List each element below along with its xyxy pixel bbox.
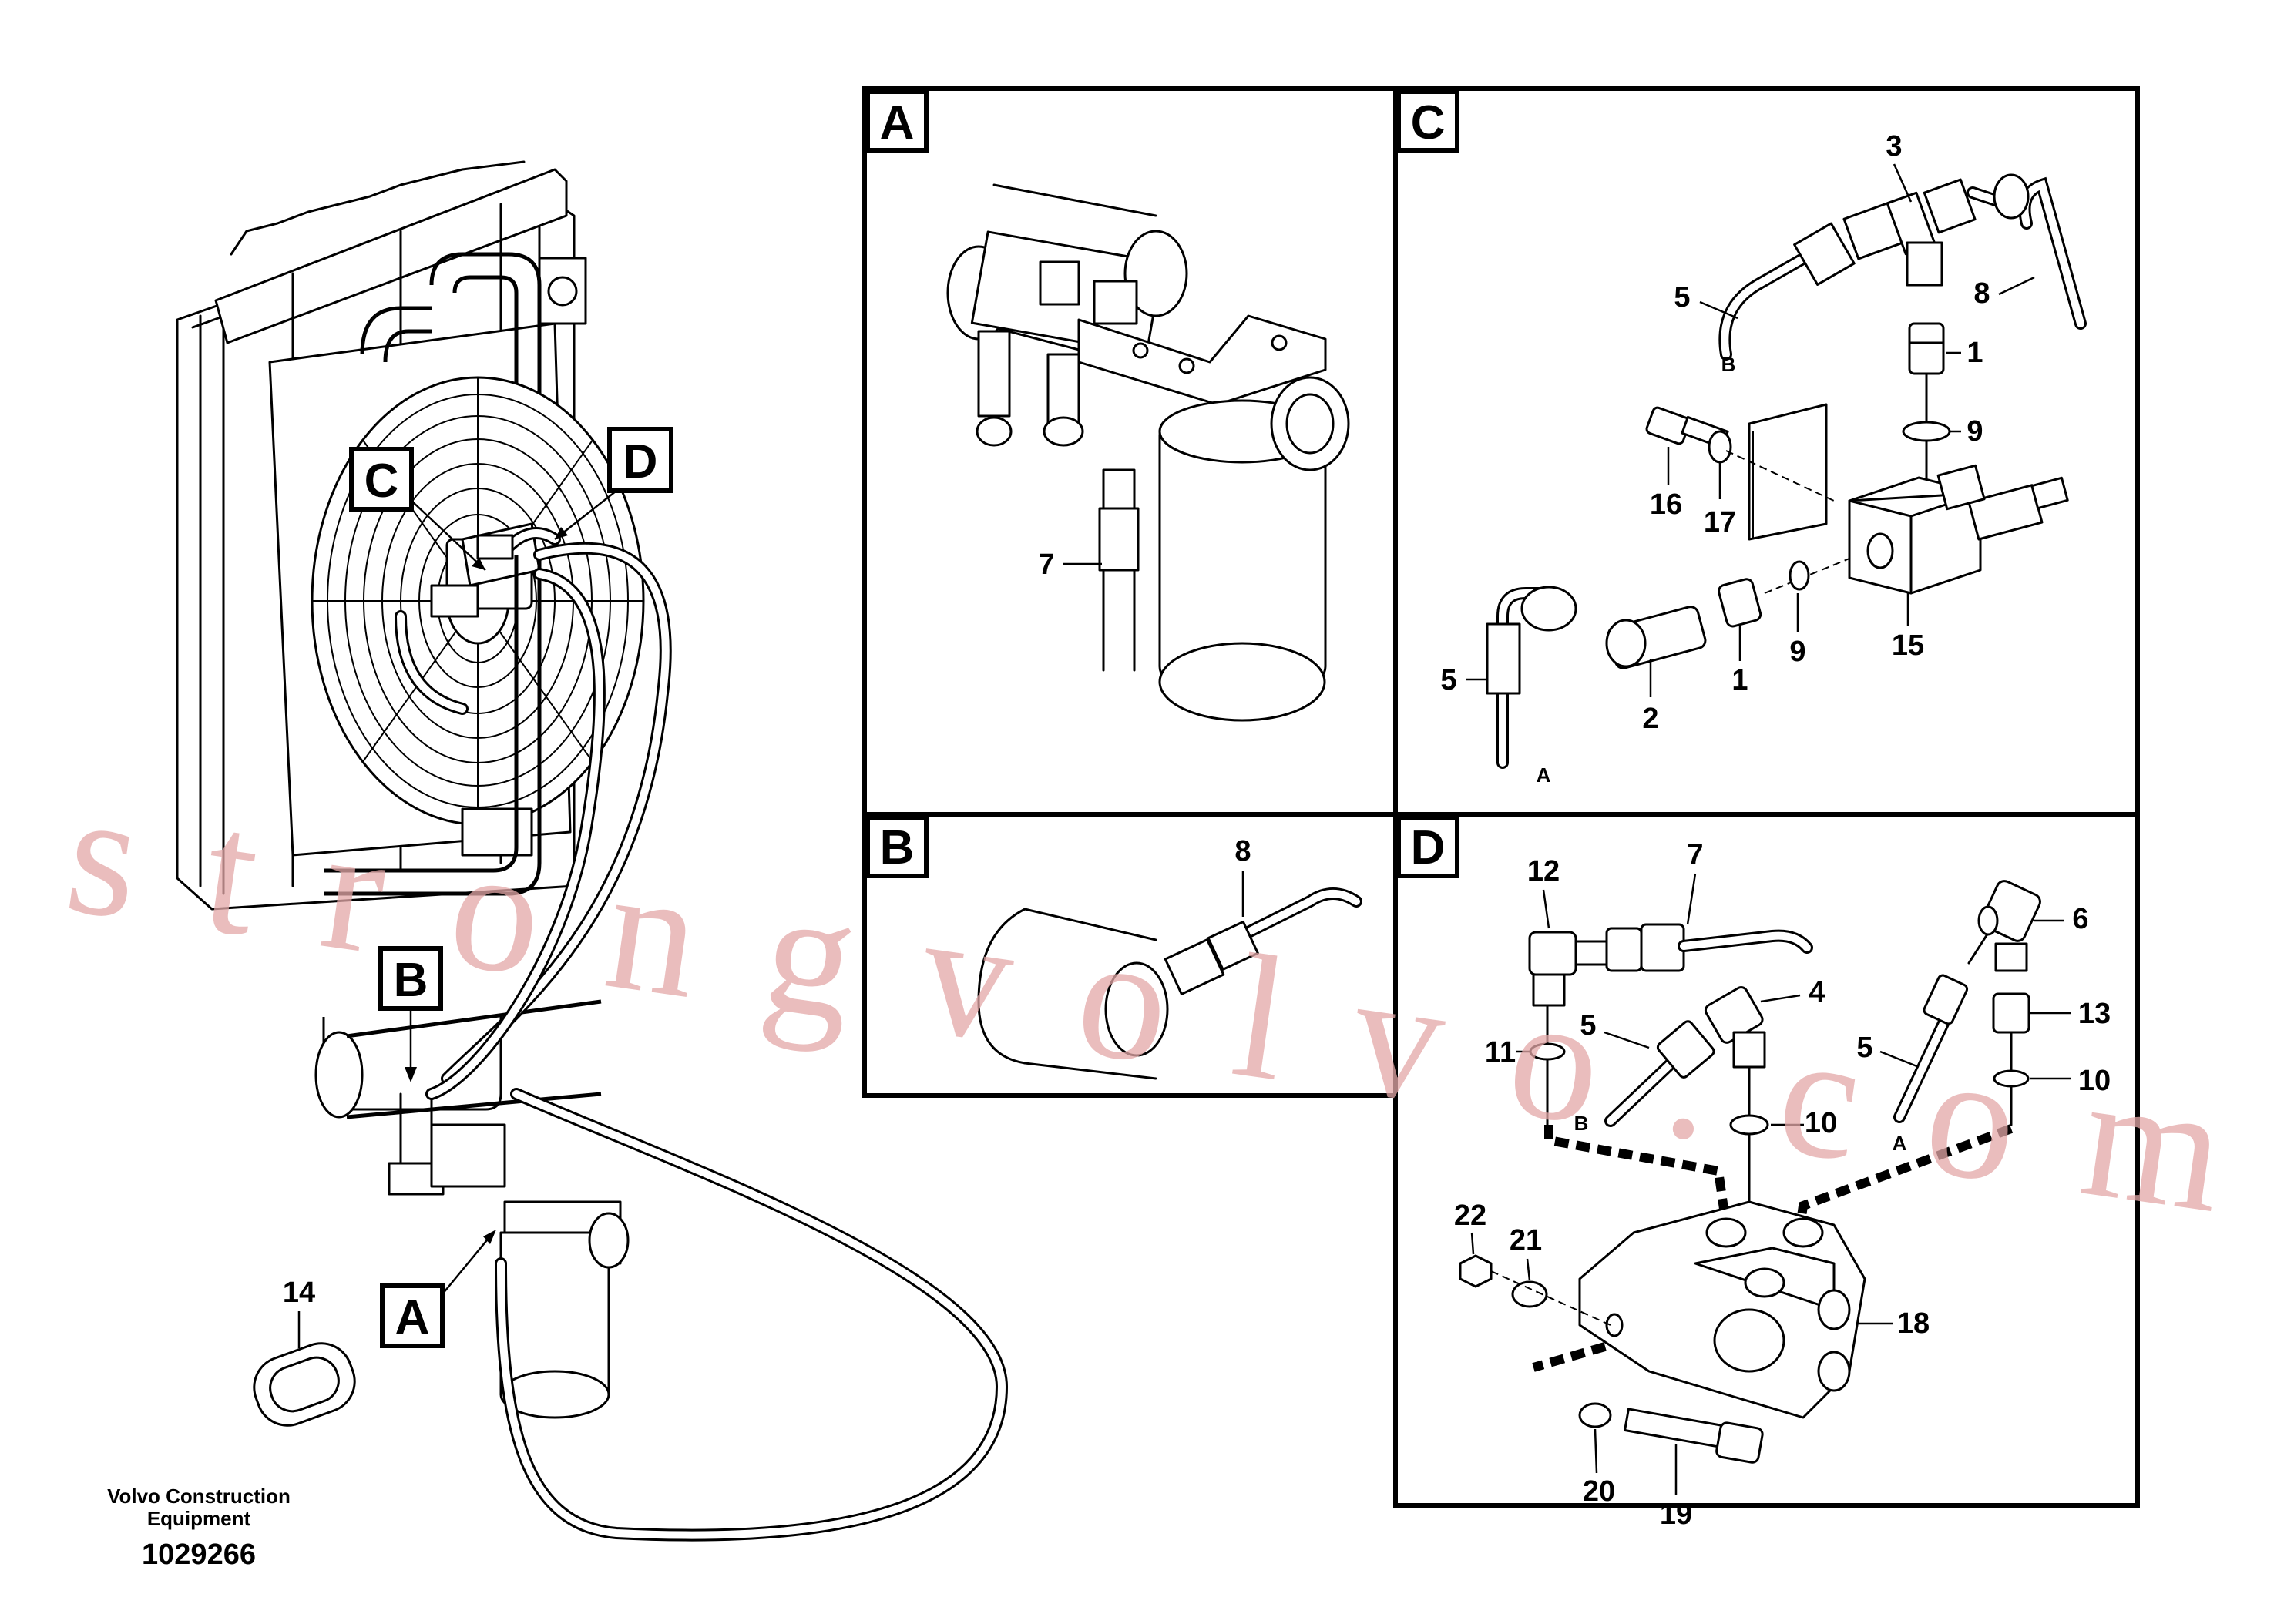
svg-text:B: B [1574, 1112, 1589, 1135]
fan-motor-valve [395, 522, 561, 857]
svg-text:1: 1 [1967, 337, 1983, 369]
svg-text:15: 15 [1892, 629, 1924, 662]
svg-text:10: 10 [1805, 1107, 1837, 1139]
svg-text:18: 18 [1897, 1307, 1930, 1340]
lower-tubes [314, 555, 630, 1419]
svg-text:A: A [395, 1291, 430, 1344]
svg-text:17: 17 [1704, 506, 1736, 539]
svg-text:14: 14 [283, 1277, 315, 1309]
svg-text:11: 11 [1485, 1036, 1516, 1069]
svg-text:9: 9 [1967, 415, 1983, 448]
svg-text:9: 9 [1789, 636, 1805, 668]
svg-text:A: A [1537, 763, 1551, 787]
svg-text:1: 1 [1731, 664, 1748, 696]
svg-text:7: 7 [1038, 549, 1054, 581]
panel-b-letter: B [880, 821, 915, 874]
svg-text:8: 8 [1234, 835, 1251, 867]
svg-text:A: A [1893, 1132, 1907, 1155]
overview-callout-a: A [380, 1230, 496, 1348]
grommet-part-14: 14 [253, 1277, 356, 1427]
svg-text:B: B [1721, 353, 1736, 376]
svg-text:8: 8 [1973, 277, 1990, 310]
panel-a-letter: A [880, 96, 915, 149]
svg-text:D: D [623, 435, 658, 488]
drawing-number: 1029266 [142, 1538, 256, 1571]
svg-text:C: C [364, 455, 399, 508]
svg-text:B: B [394, 954, 428, 1007]
svg-text:21: 21 [1510, 1224, 1542, 1257]
detail-panels-frame [862, 86, 2140, 1508]
panel-c: C 3 5 8 B 1 9 16 17 [1396, 89, 2087, 787]
overview-drawing: C D B A 14 [107, 160, 1009, 1571]
svg-text:16: 16 [1650, 488, 1682, 521]
svg-text:Volvo Construction: Volvo Construction [107, 1485, 291, 1508]
overview-hoses [425, 542, 1009, 1542]
svg-text:22: 22 [1454, 1200, 1486, 1232]
svg-text:12: 12 [1527, 855, 1560, 887]
overview-callout-b: B [378, 946, 443, 1082]
svg-text:2: 2 [1642, 703, 1658, 735]
panel-a: A 7 [865, 89, 1350, 722]
panel-c-letter: C [1411, 96, 1446, 149]
svg-text:20: 20 [1583, 1475, 1615, 1508]
svg-text:5: 5 [1856, 1032, 1872, 1064]
svg-text:6: 6 [2072, 903, 2088, 935]
svg-text:4: 4 [1809, 976, 1825, 1008]
overview-callout-c: C [349, 447, 486, 571]
svg-text:5: 5 [1674, 281, 1690, 314]
svg-text:Equipment: Equipment [147, 1507, 251, 1530]
svg-text:19: 19 [1660, 1498, 1692, 1531]
panel-d-letter: D [1411, 821, 1446, 874]
footer: Volvo Construction Equipment 1029266 [107, 1485, 291, 1571]
panel-d: D 12 7 11 5 4 10 B [1396, 815, 2111, 1531]
svg-text:7: 7 [1687, 839, 1703, 871]
overview-callout-d: D [554, 427, 673, 540]
svg-text:5: 5 [1440, 664, 1456, 696]
svg-text:13: 13 [2078, 998, 2111, 1030]
svg-text:5: 5 [1580, 1009, 1596, 1042]
svg-text:3: 3 [1886, 130, 1902, 163]
svg-text:10: 10 [2078, 1065, 2111, 1097]
panel-b: B 8 [865, 815, 1362, 1080]
